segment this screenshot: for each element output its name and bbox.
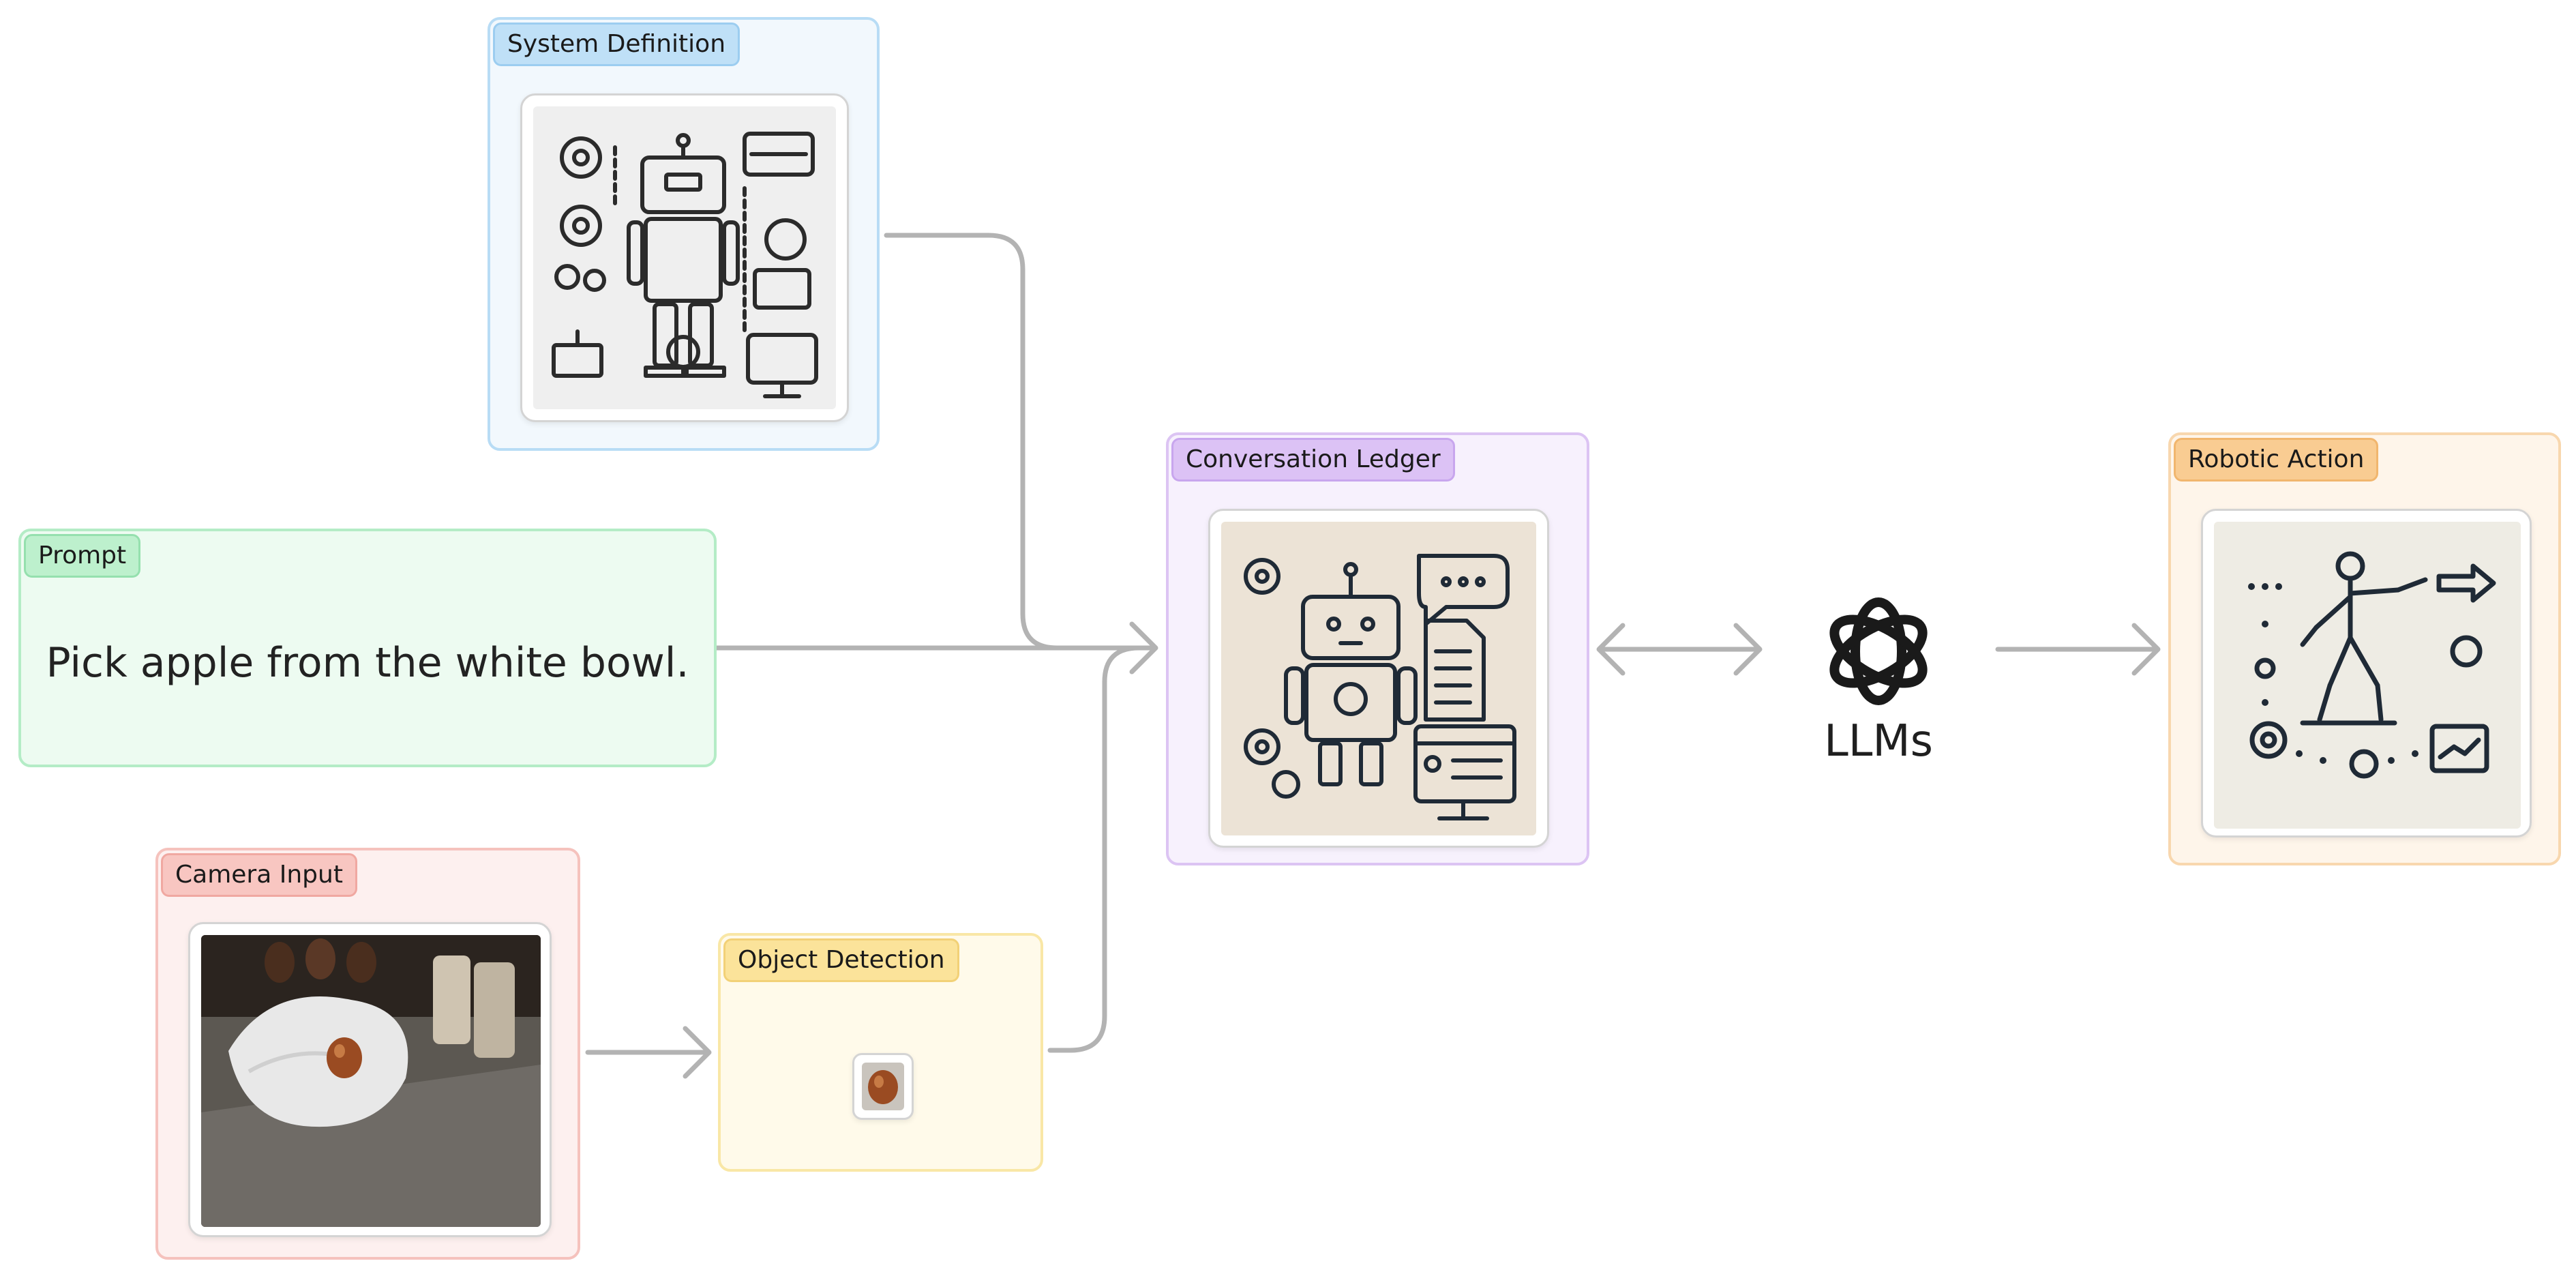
arrowhead-action-in: [2131, 623, 2161, 676]
robotic-action-panel: Robotic Action: [2168, 432, 2561, 865]
robot-motion-illustration: [2214, 522, 2521, 829]
detected-object-card: [852, 1053, 914, 1120]
robotic-action-title: Robotic Action: [2174, 438, 2379, 482]
robotic-action-image-card: [2201, 509, 2532, 838]
llms-label: LLMs: [1824, 716, 1933, 767]
arrowhead-llms-side: [1733, 623, 1763, 676]
object-detection-title: Object Detection: [723, 938, 959, 982]
prompt-panel: Prompt Pick apple from the white bowl.: [18, 529, 717, 767]
arrowhead-detection-in: [683, 1026, 712, 1079]
openai-logo-icon: [1829, 597, 1928, 705]
object-detection-panel: Object Detection: [718, 933, 1043, 1172]
connector-system-to-ledger: [884, 233, 1155, 651]
conversation-ledger-title: Conversation Ledger: [1171, 438, 1455, 482]
connector-detection-to-ledger: [1047, 645, 1155, 1053]
conversation-ledger-panel: Conversation Ledger: [1166, 432, 1589, 865]
conversation-ledger-image-card: [1208, 509, 1549, 848]
prompt-title: Prompt: [24, 534, 141, 578]
camera-input-image-card: [188, 922, 552, 1237]
arrowhead-ledger-side: [1596, 623, 1626, 676]
camera-input-panel: Camera Input: [155, 848, 580, 1260]
detected-apple-crop: [862, 1063, 904, 1110]
system-definition-image-card: [520, 93, 849, 422]
llms-node: [1817, 590, 1940, 713]
camera-input-title: Camera Input: [161, 853, 357, 897]
camera-photo: [201, 935, 541, 1227]
system-definition-panel: System Definition: [488, 17, 880, 451]
prompt-text: Pick apple from the white bowl.: [46, 639, 689, 687]
robot-system-illustration: [533, 106, 836, 409]
system-definition-title: System Definition: [493, 23, 740, 66]
arrowhead-ledger-in: [1129, 621, 1158, 675]
robot-conversation-illustration: [1221, 522, 1536, 835]
